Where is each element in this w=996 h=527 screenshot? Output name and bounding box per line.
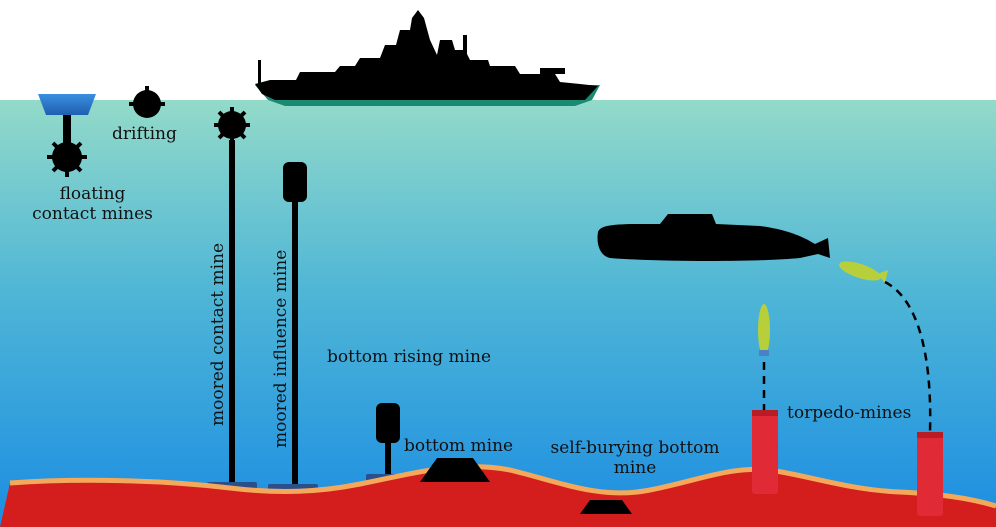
label-moored-influence-mine: moored influence mine — [271, 249, 291, 448]
label-self-burying-bottom-mine: self-burying bottom mine — [550, 438, 720, 479]
label-bottom-rising-mine: bottom rising mine — [327, 347, 492, 367]
rising-torpedo — [758, 304, 770, 356]
torpedo-mine-container-right — [917, 432, 943, 516]
drifting-mine — [129, 86, 165, 118]
torpedo-path — [884, 280, 932, 433]
label-floating-contact-mines: floating contact mines — [32, 184, 153, 225]
label-bottom-mine: bottom mine — [404, 436, 514, 456]
bottom-mine — [420, 458, 490, 482]
floating-contact-mine — [38, 94, 96, 177]
self-burying-bottom-mine — [580, 500, 632, 514]
launched-torpedo — [838, 261, 888, 283]
label-moored-contact-mine: moored contact mine — [208, 242, 228, 426]
torpedo-mine-container-left — [752, 410, 778, 494]
warship-silhouette — [255, 10, 600, 106]
seabed — [0, 464, 996, 527]
water — [0, 100, 996, 527]
label-drifting: drifting — [112, 124, 177, 144]
submarine-silhouette — [597, 214, 830, 261]
label-torpedo-mines: torpedo-mines — [787, 403, 912, 423]
